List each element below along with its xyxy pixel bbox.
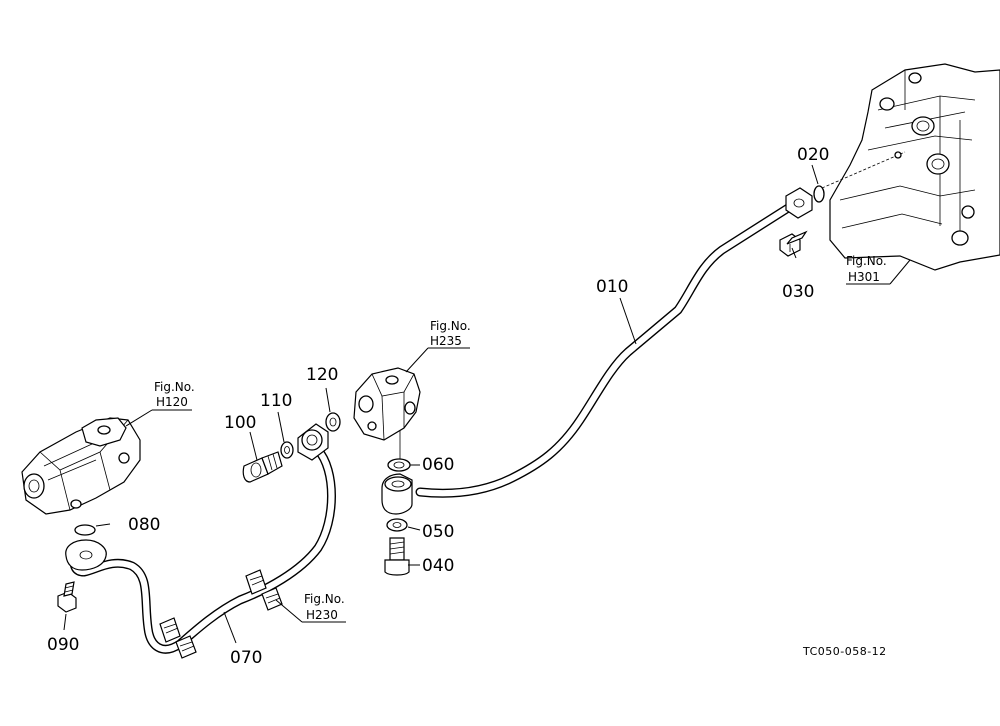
bolt-090 — [57, 581, 77, 613]
callout-100: 100 — [224, 413, 256, 433]
pipe-010 — [415, 187, 813, 498]
fig-ref-h301: Fig.No. H301 — [846, 254, 887, 284]
fig-ref-h235: Fig.No. H235 — [430, 319, 471, 348]
callout-020: 020 — [797, 145, 829, 165]
washer-120 — [325, 412, 341, 432]
callout-090: 090 — [47, 635, 79, 655]
callout-060: 060 — [422, 455, 454, 475]
callout-010: 010 — [596, 277, 628, 297]
washer-110 — [280, 441, 294, 459]
callout-120: 120 — [306, 365, 338, 385]
callout-050: 050 — [422, 522, 454, 542]
bolt-030 — [779, 230, 808, 257]
control-valve-assembly — [821, 63, 1000, 271]
fig-ref-h235-label: Fig.No. — [430, 319, 471, 333]
fig-ref-h230: Fig.No. H230 — [304, 592, 345, 622]
callout-030: 030 — [782, 282, 814, 302]
callout-070: 070 — [230, 648, 262, 668]
washer-050 — [386, 518, 408, 532]
banjo-bolt-100 — [242, 451, 283, 483]
hydraulic-pump — [21, 417, 141, 515]
fig-ref-h230-number: H230 — [306, 608, 338, 622]
valve-block-h235 — [353, 367, 421, 441]
fig-ref-h120-number: H120 — [156, 395, 188, 409]
banjo-fitting — [381, 473, 413, 515]
callout-080: 080 — [128, 515, 160, 535]
pipe-070 — [65, 423, 336, 659]
fig-ref-h120: Fig.No. H120 — [154, 380, 195, 409]
callout-040: 040 — [422, 556, 454, 576]
fig-ref-h301-number: H301 — [848, 270, 880, 284]
washer-060 — [387, 458, 411, 472]
callout-110: 110 — [260, 391, 292, 411]
o-ring-020 — [813, 185, 825, 203]
fig-ref-h235-number: H235 — [430, 334, 462, 348]
fig-ref-h301-label: Fig.No. — [846, 254, 887, 268]
callout-labels: 010 020 030 040 050 060 070 080 090 100 … — [47, 145, 829, 668]
fig-ref-h230-label: Fig.No. — [304, 592, 345, 606]
o-ring-080 — [74, 524, 96, 536]
leader-lines — [63, 164, 911, 644]
banjo-bolt-040 — [384, 537, 410, 576]
fig-ref-h120-label: Fig.No. — [154, 380, 195, 394]
drawing-code: TC050-058-12 — [802, 645, 887, 658]
